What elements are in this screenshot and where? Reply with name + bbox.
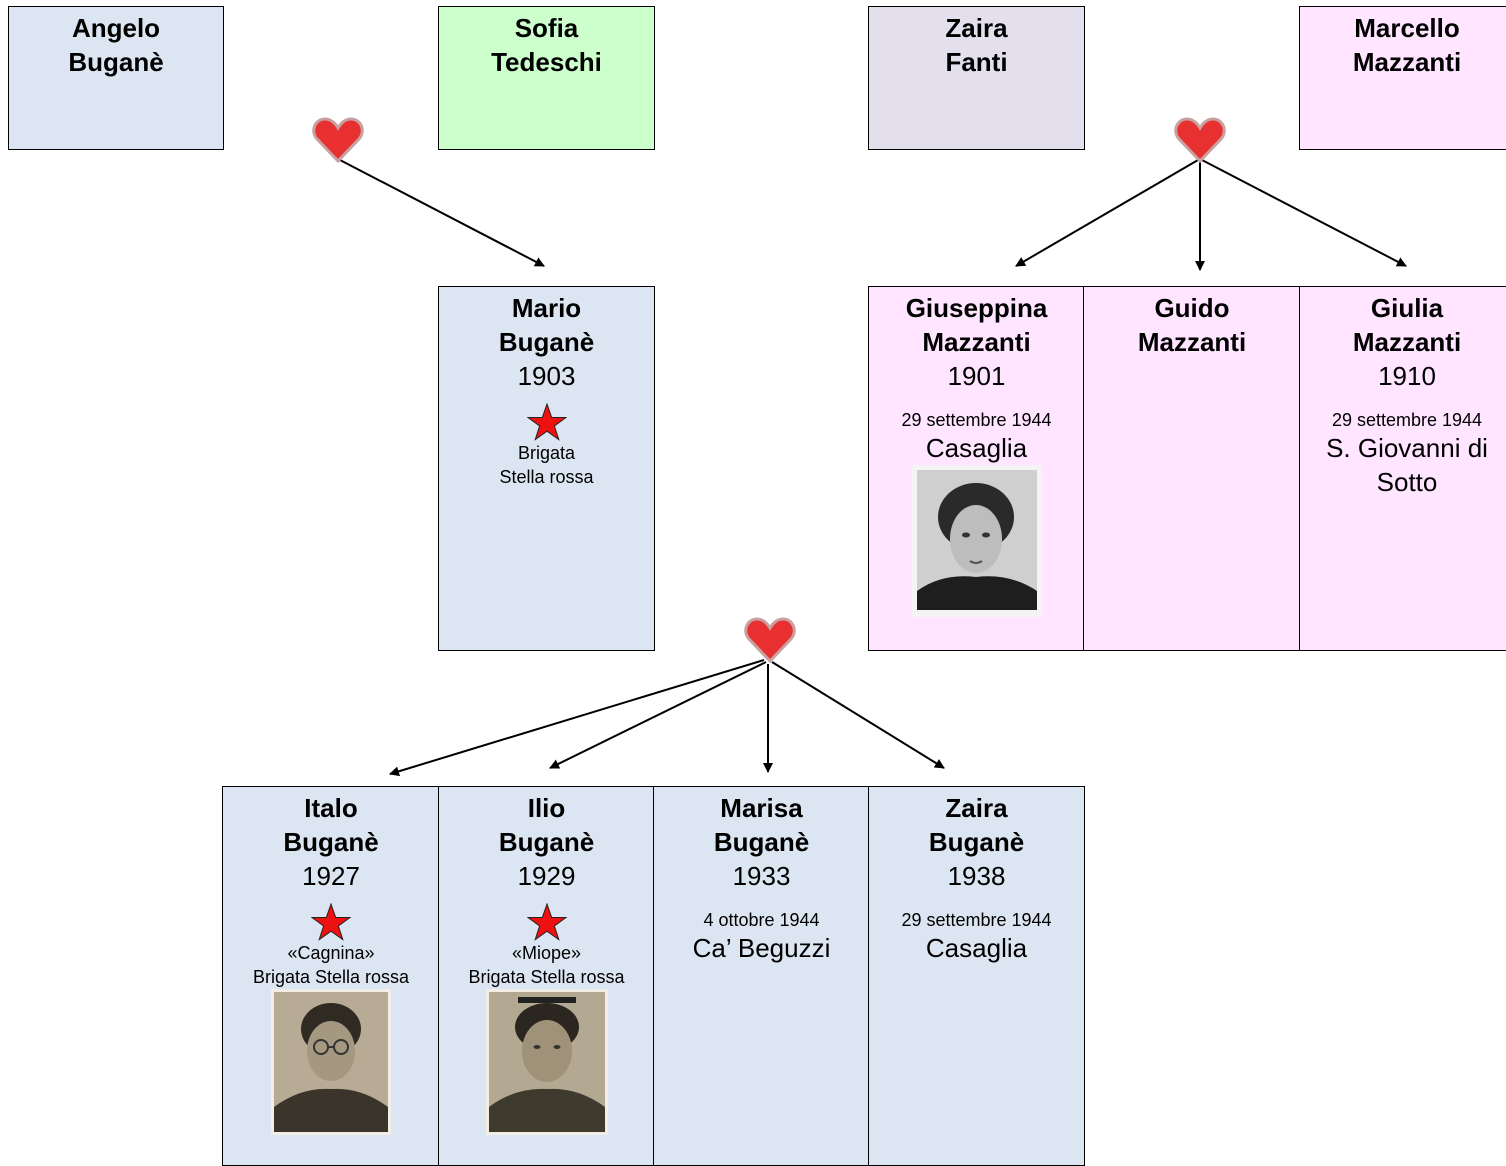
first-name: Ilio bbox=[527, 793, 566, 823]
heart-icon bbox=[1174, 117, 1226, 163]
arrow-to-italo bbox=[389, 659, 765, 777]
death-place-line2: Sotto bbox=[1376, 467, 1438, 497]
arrow-to-giulia bbox=[1201, 159, 1407, 267]
death-date: 29 settembre 1944 bbox=[1331, 410, 1483, 430]
nickname: «Cagnina» bbox=[287, 943, 375, 963]
brigade: Brigata Stella rossa bbox=[252, 967, 410, 987]
red-star-icon bbox=[311, 903, 351, 941]
last-name: Mazzanti bbox=[1352, 47, 1462, 77]
person-marcello: Marcello Mazzanti bbox=[1299, 6, 1506, 150]
first-name: Zaira bbox=[945, 793, 1008, 823]
death-place-line1: S. Giovanni di bbox=[1326, 433, 1488, 463]
birth-year: 1929 bbox=[517, 861, 576, 891]
last-name: Buganè bbox=[713, 827, 810, 857]
death-date: 29 settembre 1944 bbox=[901, 410, 1052, 430]
red-star-icon bbox=[526, 903, 567, 941]
nickname: «Miope» bbox=[511, 943, 582, 963]
death-date: 4 ottobre 1944 bbox=[703, 910, 820, 930]
arrow-to-mario bbox=[339, 159, 545, 267]
person-sofia: Sofia Tedeschi bbox=[438, 6, 655, 150]
death-place: Casaglia bbox=[925, 433, 1028, 463]
arrow-to-ilio bbox=[549, 661, 767, 769]
person-giuseppina: Giuseppina Mazzanti 1901 29 settembre 19… bbox=[868, 286, 1085, 651]
brigade-line1: Brigata bbox=[517, 443, 576, 463]
first-name: Italo bbox=[304, 793, 358, 823]
person-giulia: Giulia Mazzanti 1910 29 settembre 1944 S… bbox=[1299, 286, 1506, 651]
last-name: Buganè bbox=[283, 827, 379, 857]
last-name: Mazzanti bbox=[922, 327, 1031, 357]
portrait-photo bbox=[485, 989, 608, 1135]
brigade: Brigata Stella rossa bbox=[468, 967, 625, 987]
person-angelo: Angelo Buganè bbox=[8, 6, 224, 150]
birth-year: 1933 bbox=[732, 861, 791, 891]
last-name: Buganè bbox=[68, 47, 164, 77]
first-name: Marcello bbox=[1354, 13, 1460, 43]
first-name: Sofia bbox=[514, 13, 579, 43]
first-name: Angelo bbox=[71, 13, 161, 43]
first-name: Giuseppina bbox=[905, 293, 1048, 323]
death-date: 29 settembre 1944 bbox=[901, 910, 1052, 930]
death-place: Casaglia bbox=[925, 933, 1028, 963]
last-name: Tedeschi bbox=[491, 47, 602, 77]
person-zaira-bugane: Zaira Buganè 1938 29 settembre 1944 Casa… bbox=[868, 786, 1085, 1166]
heart-icon bbox=[312, 117, 364, 163]
person-mario: Mario Buganè 1903 Brigata Stella rossa bbox=[438, 286, 655, 651]
first-name: Zaira bbox=[945, 13, 1008, 43]
last-name: Mazzanti bbox=[1137, 327, 1247, 357]
person-ilio: Ilio Buganè 1929 «Miope» Brigata Stella … bbox=[438, 786, 655, 1166]
last-name: Buganè bbox=[928, 827, 1025, 857]
first-name: Mario bbox=[511, 293, 582, 323]
birth-year: 1901 bbox=[947, 361, 1006, 391]
first-name: Guido bbox=[1154, 293, 1230, 323]
portrait-photo bbox=[911, 465, 1042, 617]
last-name: Buganè bbox=[498, 327, 595, 357]
birth-year: 1903 bbox=[517, 361, 576, 391]
last-name: Fanti bbox=[945, 47, 1008, 77]
person-guido: Guido Mazzanti bbox=[1083, 286, 1301, 651]
last-name: Buganè bbox=[498, 827, 595, 857]
arrow-to-zaira-b bbox=[771, 661, 945, 769]
birth-year: 1927 bbox=[302, 861, 360, 891]
person-italo: Italo Buganè 1927 «Cagnina» Brigata Stel… bbox=[222, 786, 440, 1166]
death-place: Ca’ Beguzzi bbox=[692, 933, 831, 963]
portrait-photo bbox=[271, 989, 391, 1135]
red-star-icon bbox=[526, 403, 567, 441]
birth-year: 1938 bbox=[947, 861, 1006, 891]
person-marisa: Marisa Buganè 1933 4 ottobre 1944 Ca’ Be… bbox=[653, 786, 870, 1166]
brigade-line2: Stella rossa bbox=[499, 467, 594, 487]
heart-icon bbox=[744, 617, 796, 663]
person-zaira-fanti: Zaira Fanti bbox=[868, 6, 1085, 150]
last-name: Mazzanti bbox=[1352, 327, 1462, 357]
arrow-to-giuseppina bbox=[1015, 159, 1199, 267]
first-name: Giulia bbox=[1370, 293, 1444, 323]
first-name: Marisa bbox=[720, 793, 803, 823]
birth-year: 1910 bbox=[1378, 361, 1436, 391]
